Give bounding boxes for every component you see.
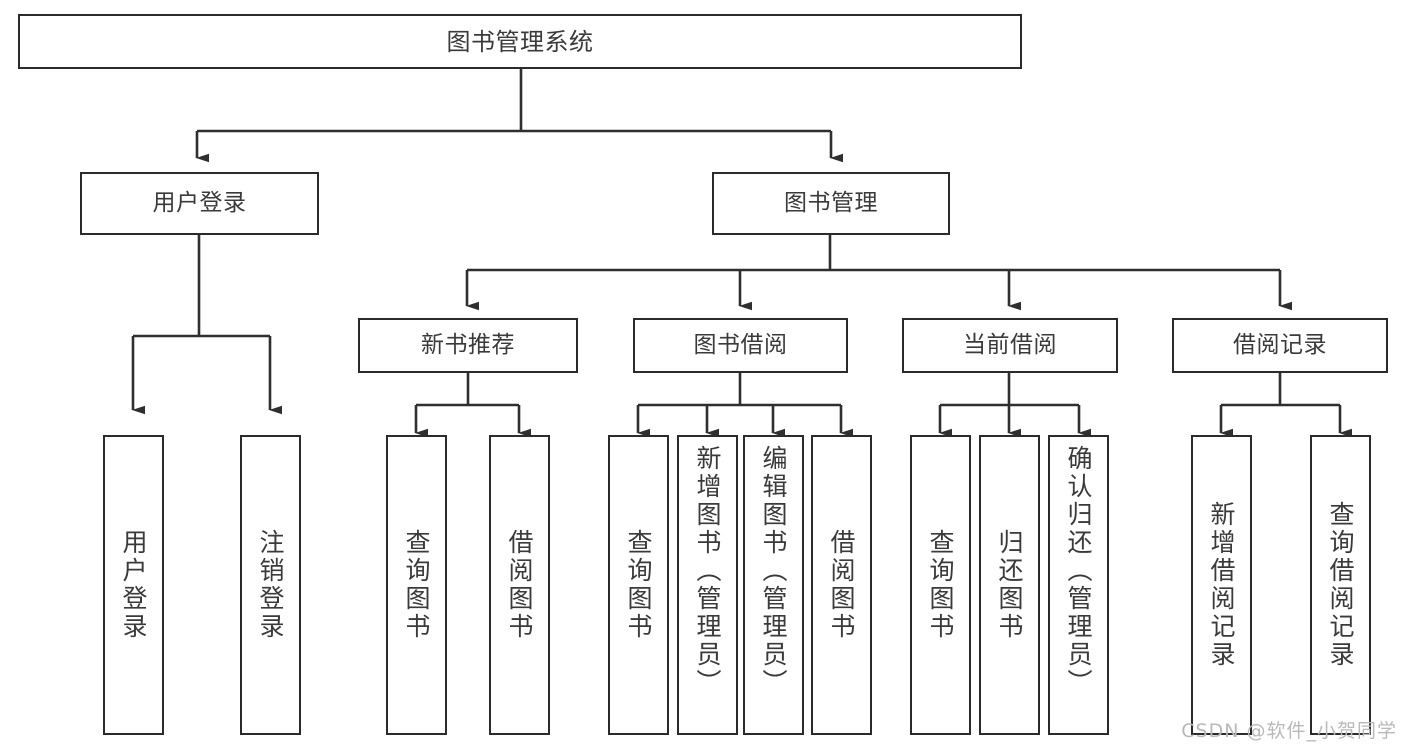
node-new-book-recommendation[interactable]: 新书推荐 xyxy=(358,318,578,373)
node-label: 编辑图书（管理员） xyxy=(759,445,788,697)
node-label: 借阅记录 xyxy=(1233,332,1327,358)
leaf-book-borrow-add-book-admin[interactable]: 新增图书（管理员） xyxy=(677,435,738,735)
node-label: 图书管理系统 xyxy=(446,27,594,56)
node-label: 查询图书 xyxy=(624,529,653,641)
leaf-user-login-signin[interactable]: 用户登录 xyxy=(103,435,164,735)
leaf-book-borrow-query-book[interactable]: 查询图书 xyxy=(608,435,669,735)
node-label: 确认归还（管理员） xyxy=(1064,445,1093,697)
node-book-management[interactable]: 图书管理 xyxy=(712,172,950,235)
node-label: 用户登录 xyxy=(152,190,247,216)
node-label: 借阅图书 xyxy=(505,529,534,641)
leaf-borrow-record-query-record[interactable]: 查询借阅记录 xyxy=(1310,435,1371,735)
node-label: 图书管理 xyxy=(784,190,878,216)
leaf-current-borrow-return-book[interactable]: 归还图书 xyxy=(979,435,1040,735)
leaf-new-book-query-book[interactable]: 查询图书 xyxy=(386,435,447,735)
leaf-book-borrow-borrow-book[interactable]: 借阅图书 xyxy=(811,435,872,735)
node-root-system[interactable]: 图书管理系统 xyxy=(18,14,1022,69)
leaf-current-borrow-query-book[interactable]: 查询图书 xyxy=(910,435,971,735)
node-book-borrow[interactable]: 图书借阅 xyxy=(633,318,848,373)
node-label: 新书推荐 xyxy=(421,332,515,358)
node-label: 注销登录 xyxy=(256,529,285,641)
leaf-book-borrow-edit-book-admin[interactable]: 编辑图书（管理员） xyxy=(743,435,804,735)
leaf-new-book-borrow-book[interactable]: 借阅图书 xyxy=(489,435,550,735)
leaf-borrow-record-add-record[interactable]: 新增借阅记录 xyxy=(1191,435,1252,735)
node-label: 图书借阅 xyxy=(693,332,788,358)
node-borrow-record[interactable]: 借阅记录 xyxy=(1172,318,1388,373)
node-label: 新增图书（管理员） xyxy=(693,445,722,697)
node-label: 用户登录 xyxy=(119,529,148,641)
node-user-login[interactable]: 用户登录 xyxy=(80,172,319,235)
node-label: 当前借阅 xyxy=(963,332,1057,358)
node-label: 新增借阅记录 xyxy=(1207,501,1236,669)
leaf-current-borrow-confirm-return-admin[interactable]: 确认归还（管理员） xyxy=(1048,435,1109,735)
node-label: 查询图书 xyxy=(402,529,431,641)
leaf-user-login-signout[interactable]: 注销登录 xyxy=(240,435,301,735)
node-label: 查询图书 xyxy=(926,529,955,641)
node-current-borrow[interactable]: 当前借阅 xyxy=(902,318,1118,373)
node-label: 归还图书 xyxy=(995,529,1024,641)
node-label: 查询借阅记录 xyxy=(1326,501,1355,669)
node-label: 借阅图书 xyxy=(827,529,856,641)
